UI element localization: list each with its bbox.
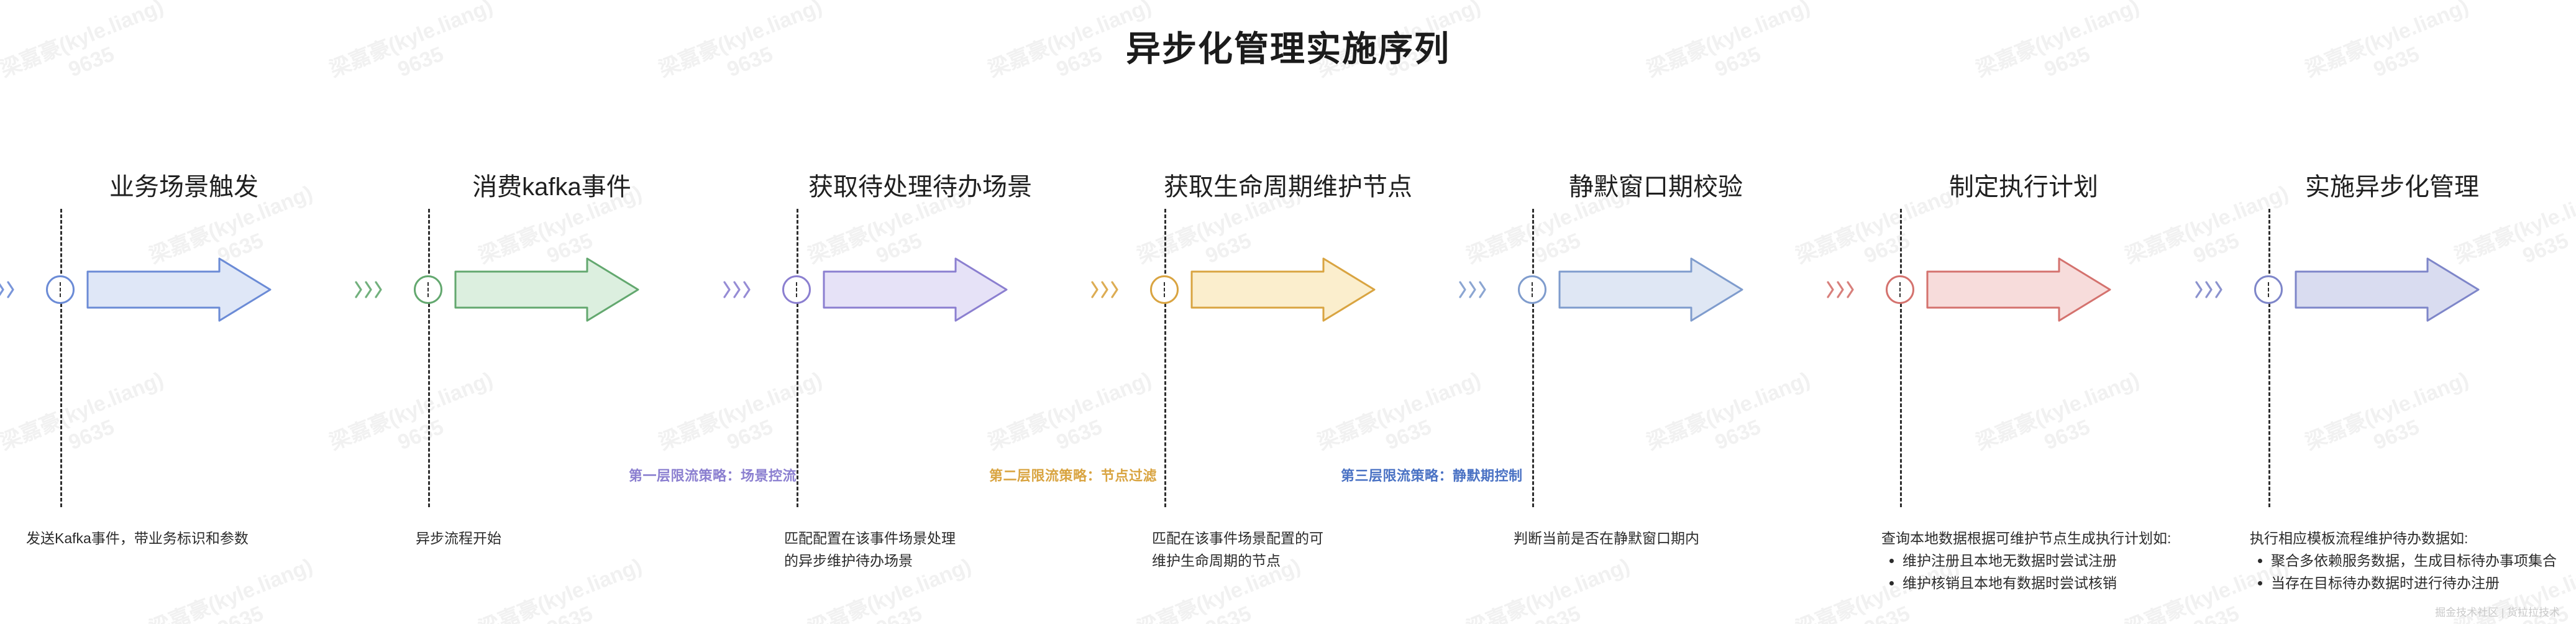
chevron-right-icon [1101,280,1109,299]
step-node-circle-3[interactable] [782,275,811,304]
desc-bullet-item: 聚合多依赖服务数据，生成目标待办事项集合 [2271,549,2557,572]
step-description-7: 执行相应模板流程维护待办数据如: 聚合多依赖服务数据，生成目标待办事项集合当存在目… [2250,527,2557,594]
step-description-3: 匹配配置在该事件场景处理的异步维护待办场景 [784,527,956,572]
flow-arrow-7 [2295,255,2481,324]
desc-bullet-item: 当存在目标待办数据时进行待办注册 [2271,572,2557,594]
step-node-circle-2[interactable] [414,275,442,304]
step-node-circle-5[interactable] [1518,275,1546,304]
step-axis-line-7 [2268,209,2270,507]
desc-line: 发送Kafka事件，带业务标识和参数 [26,530,249,546]
step-axis-line-2 [428,209,430,507]
step-node-circle-4[interactable] [1150,275,1179,304]
desc-bullet-item: 维护核销且本地有数据时尝试核销 [1902,572,2171,594]
chevron-right-icon [2195,280,2203,299]
chevron-right-icon [1469,280,1477,299]
step-description-2: 异步流程开始 [416,527,501,549]
chevron-right-icon [1479,280,1487,299]
step-node-circle-7[interactable] [2254,275,2283,304]
timeline-step-2[interactable]: 消费kafka事件异步流程开始 [355,0,736,624]
desc-line: 的异步维护待办场景 [784,553,913,569]
chevron-right-icon [0,280,5,299]
chevron-group-icon-5 [1459,280,1487,299]
chevron-right-icon [365,280,373,299]
footer-credit: 掘金技术社区 | 货拉拉技术 [2435,607,2560,618]
annotation-layer-1: 第一层限流策略：场景控流 [629,468,797,484]
chevron-right-icon [2205,280,2213,299]
step-title-4: 获取生命周期维护节点 [1164,173,1412,201]
chevron-right-icon [1091,280,1099,299]
desc-bullet-list: 维护注册且本地无数据时尝试注册维护核销且本地有数据时尝试核销 [1881,549,2171,594]
chevron-right-icon [355,280,363,299]
chevron-right-icon [1827,280,1835,299]
desc-line: 执行相应模板流程维护待办数据如: [2250,530,2469,546]
step-axis-line-1 [60,209,62,507]
timeline-step-3[interactable]: 获取待处理待办场景匹配配置在该事件场景处理的异步维护待办场景 [723,0,1104,624]
flow-arrow-3 [823,255,1009,324]
flow-arrow-2 [454,255,641,324]
step-axis-line-6 [1900,209,1902,507]
annotation-layer-3: 第三层限流策略：静默期控制 [1341,468,1523,484]
flow-arrow-4 [1190,255,1377,324]
step-description-1: 发送Kafka事件，带业务标识和参数 [26,527,249,549]
chevron-right-icon [733,280,741,299]
chevron-right-icon [1837,280,1845,299]
step-node-circle-1[interactable] [46,275,75,304]
desc-bullet-list: 聚合多依赖服务数据，生成目标待办事项集合当存在目标待办数据时进行待办注册 [2250,549,2557,594]
chevron-group-icon-4 [1091,280,1119,299]
step-title-6: 制定执行计划 [1949,173,2098,201]
step-title-3: 获取待处理待办场景 [808,173,1032,201]
page-title: 异步化管理实施序列 [1126,29,1450,68]
chevron-right-icon [2215,280,2223,299]
step-axis-line-3 [797,209,798,507]
chevron-group-icon-7 [2195,280,2223,299]
timeline-step-1[interactable]: 业务场景触发发送Kafka事件，带业务标识和参数 [0,0,368,624]
step-axis-line-4 [1164,209,1166,507]
chevron-group-icon-2 [355,280,383,299]
chevron-right-icon [1847,280,1855,299]
step-axis-line-5 [1532,209,1534,507]
chevron-group-icon-3 [723,280,751,299]
chevron-right-icon [743,280,751,299]
chevron-right-icon [375,280,383,299]
step-title-5: 静默窗口期校验 [1569,173,1743,201]
desc-line: 维护生命周期的节点 [1152,553,1281,569]
annotation-layer-2: 第二层限流策略：节点过滤 [989,468,1158,484]
flow-arrow-5 [1558,255,1745,324]
desc-line: 判断当前是否在静默窗口期内 [1514,530,1699,546]
chevron-group-icon-1 [0,280,15,299]
desc-line: 异步流程开始 [416,530,501,546]
step-title-2: 消费kafka事件 [472,173,631,201]
chevron-group-icon-6 [1827,280,1855,299]
chevron-right-icon [7,280,15,299]
flow-arrow-1 [86,255,273,324]
desc-bullet-item: 维护注册且本地无数据时尝试注册 [1902,549,2171,572]
desc-line: 匹配配置在该事件场景处理 [784,530,956,546]
step-title-1: 业务场景触发 [109,173,258,201]
chevron-right-icon [723,280,731,299]
timeline-step-5[interactable]: 静默窗口期校验判断当前是否在静默窗口期内 [1459,0,1840,624]
step-description-4: 匹配在该事件场景配置的可维护生命周期的节点 [1152,527,1323,572]
timeline-step-4[interactable]: 获取生命周期维护节点匹配在该事件场景配置的可维护生命周期的节点 [1091,0,1472,624]
flow-arrow-6 [1926,255,2112,324]
chevron-right-icon [1111,280,1119,299]
chevron-right-icon [1459,280,1467,299]
step-title-7: 实施异步化管理 [2305,173,2479,201]
step-description-6: 查询本地数据根据可维护节点生成执行计划如: 维护注册且本地无数据时尝试注册维护核销… [1881,527,2171,594]
step-node-circle-6[interactable] [1886,275,1914,304]
step-description-5: 判断当前是否在静默窗口期内 [1514,527,1699,549]
desc-line: 匹配在该事件场景配置的可 [1152,530,1323,546]
desc-line: 查询本地数据根据可维护节点生成执行计划如: [1881,530,2172,546]
